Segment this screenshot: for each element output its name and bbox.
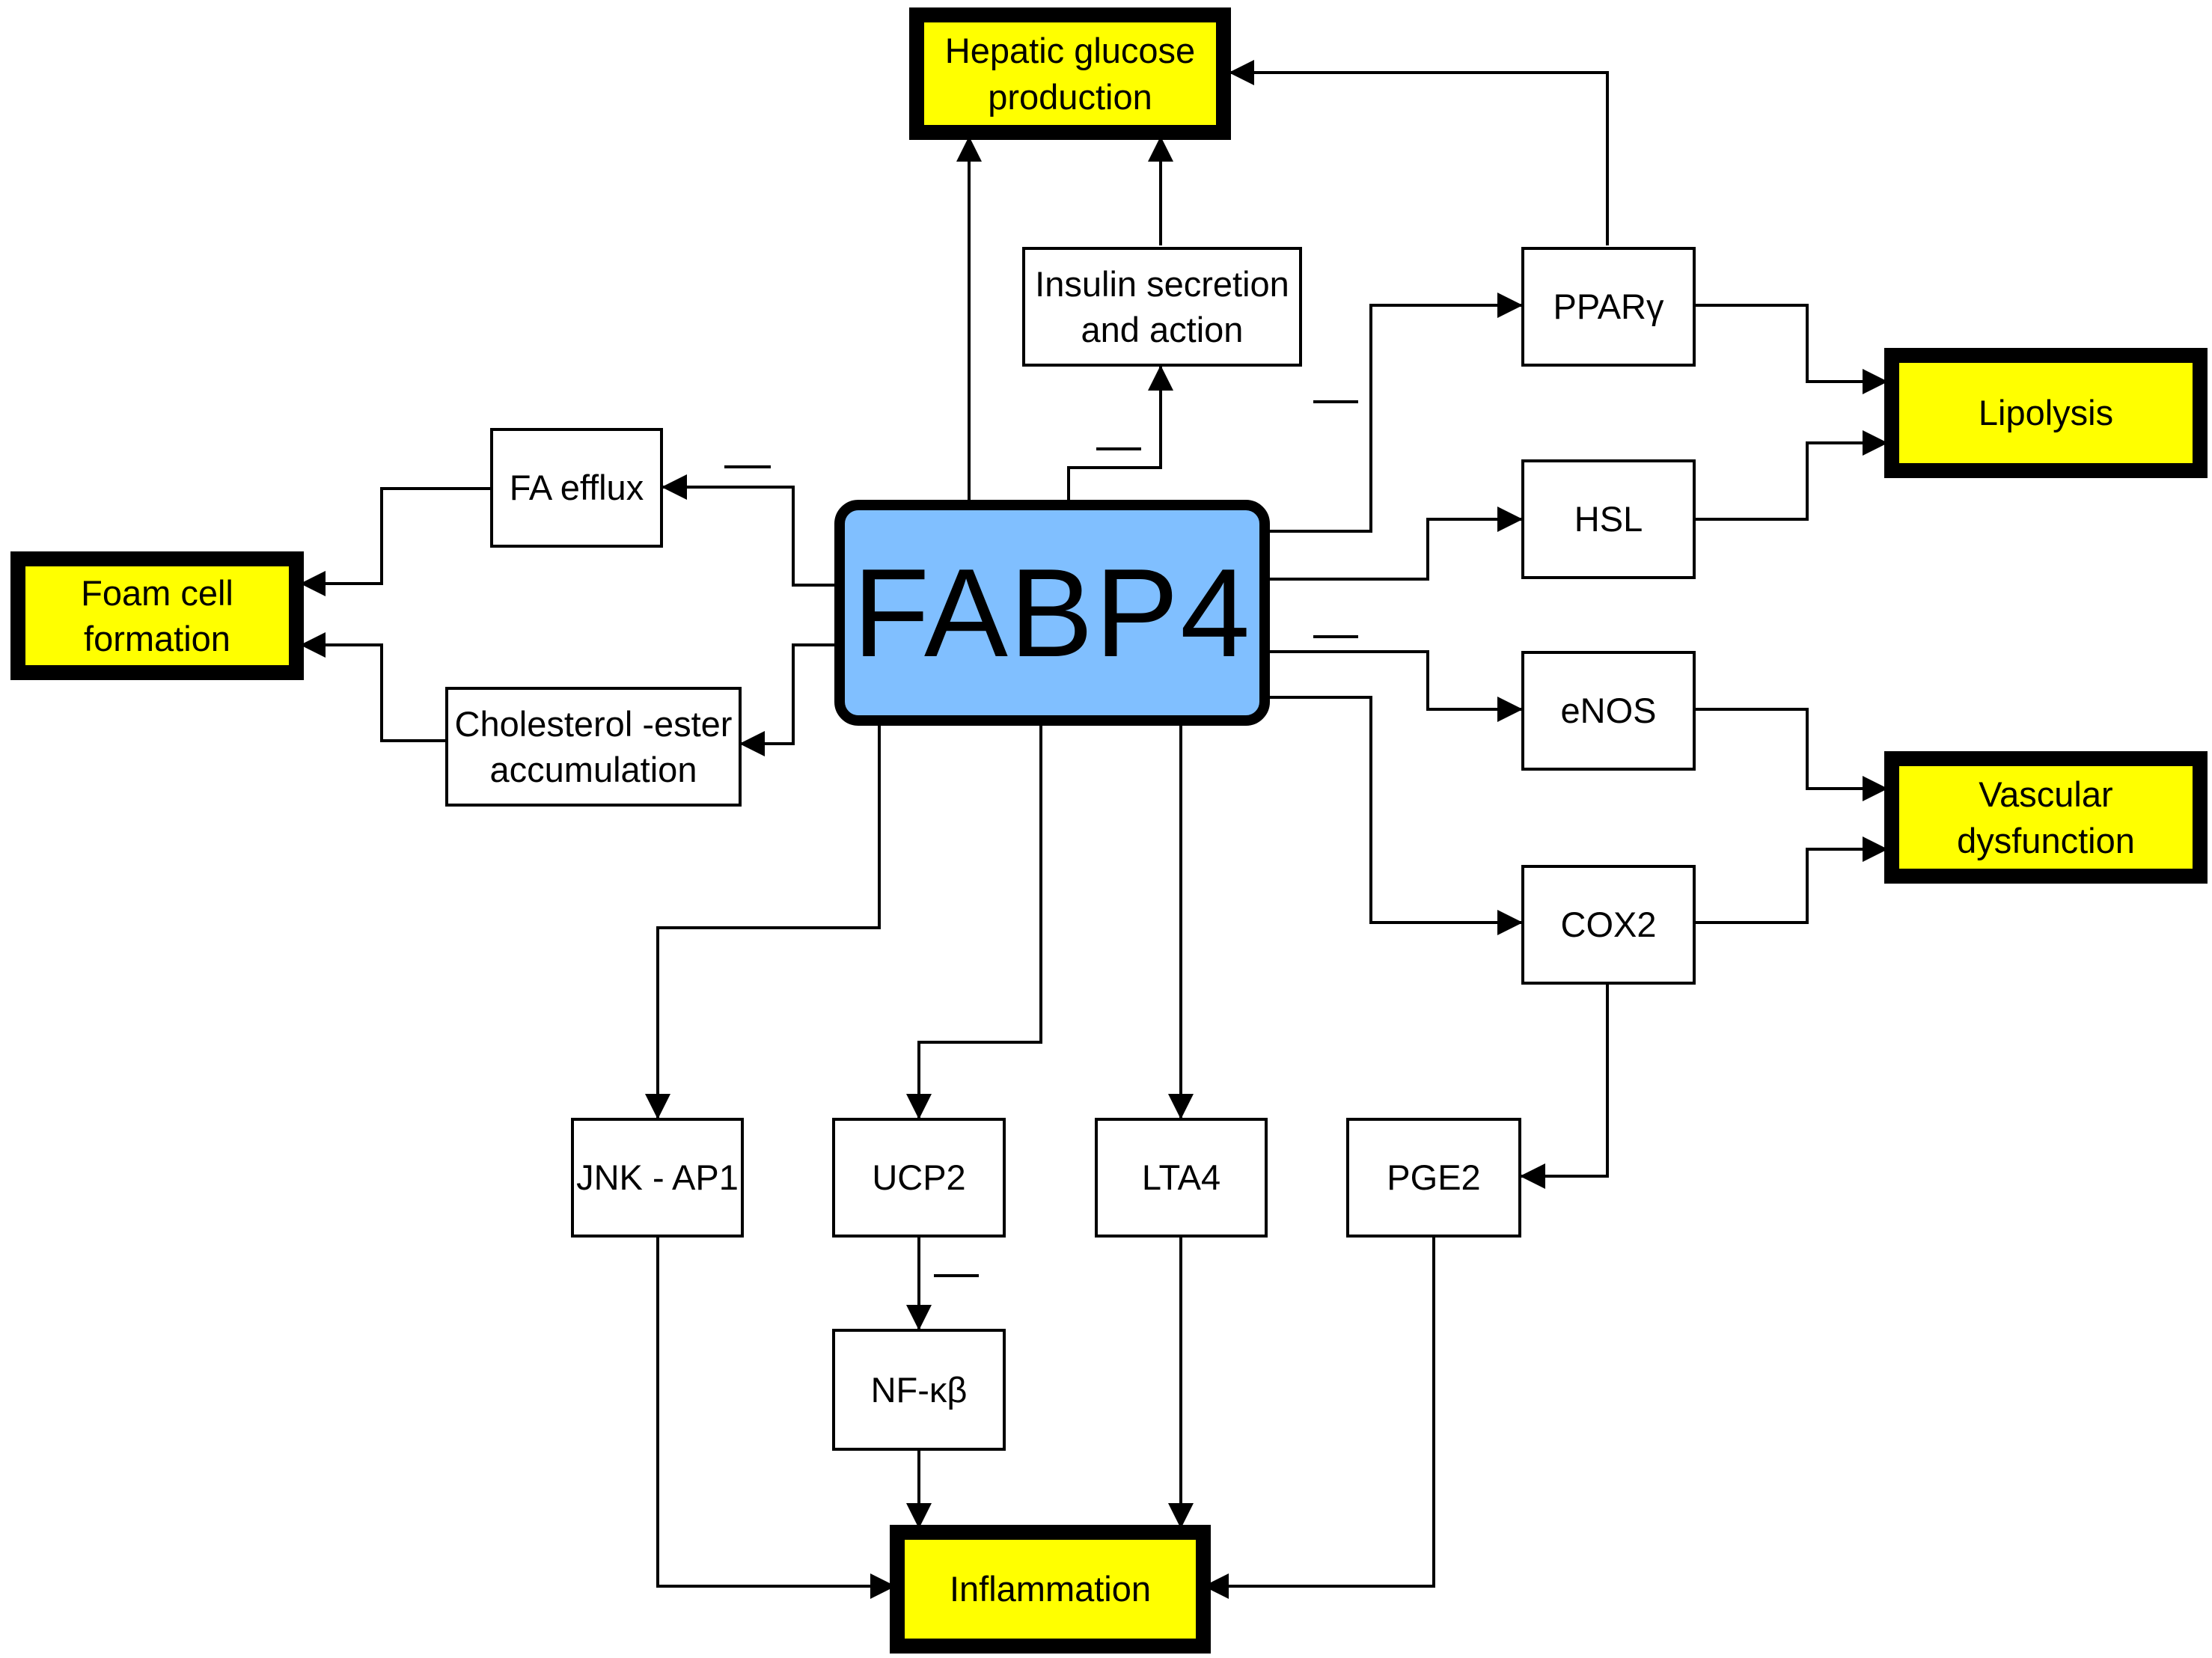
cox2-node: COX2 [1521, 865, 1696, 985]
edge-fabp4-jnk [645, 722, 881, 1119]
jnk-ap1-node: JNK - AP1 [571, 1118, 744, 1238]
lipolysis-node: Lipolysis [1884, 348, 2208, 478]
hepatic-glucose-production-node: Hepatic glucose production [909, 7, 1231, 140]
cholesterol-ester-node: Cholesterol -ester accumulation [445, 687, 742, 807]
vascular-dysfunction-node: Vascular dysfunction [1884, 751, 2208, 884]
edge-fabp4-faefflux [662, 474, 837, 587]
inflammation-node: Inflammation [890, 1525, 1211, 1654]
edge-fabp4-insulin [1067, 365, 1173, 501]
fa-efflux-node: FA efflux [490, 428, 663, 548]
edge-ppar-lipolysis [1696, 304, 1888, 394]
edge-fabp4-ppar [1268, 293, 1523, 533]
insulin-secretion-node: Insulin secretion and action [1022, 247, 1302, 367]
edge-cox2-vascular [1696, 836, 1888, 924]
pge2-node: PGE2 [1346, 1118, 1521, 1238]
edge-hsl-lipolysis [1696, 430, 1888, 521]
edge-cox2-pge2 [1520, 985, 1609, 1189]
edge-jnk-inflammation [656, 1236, 896, 1599]
edge-enos-vascular [1696, 708, 1888, 801]
edge-fabp4-cox2 [1268, 696, 1523, 935]
nf-kb-node: NF-κβ [832, 1329, 1006, 1451]
lta4-node: LTA4 [1095, 1118, 1268, 1238]
ppar-gamma-node: PPARγ [1521, 247, 1696, 367]
edge-pge2-inflammation [1203, 1236, 1435, 1599]
ucp2-node: UCP2 [832, 1118, 1006, 1238]
edge-faefflux-foam [300, 487, 492, 596]
edge-ppar-hepatic [1229, 60, 1609, 245]
edge-fabp4-ucp2 [906, 722, 1042, 1119]
fabp4-hub-node: FABP4 [834, 500, 1270, 726]
edge-cholesterol-foam [300, 632, 447, 742]
edge-fabp4-cholesterol [739, 643, 837, 756]
foam-cell-formation-node: Foam cell formation [10, 551, 304, 680]
hsl-node: HSL [1521, 459, 1696, 579]
enos-node: eNOS [1521, 651, 1696, 771]
edge-fabp4-enos [1268, 650, 1523, 722]
edge-fabp4-hsl [1268, 507, 1523, 581]
